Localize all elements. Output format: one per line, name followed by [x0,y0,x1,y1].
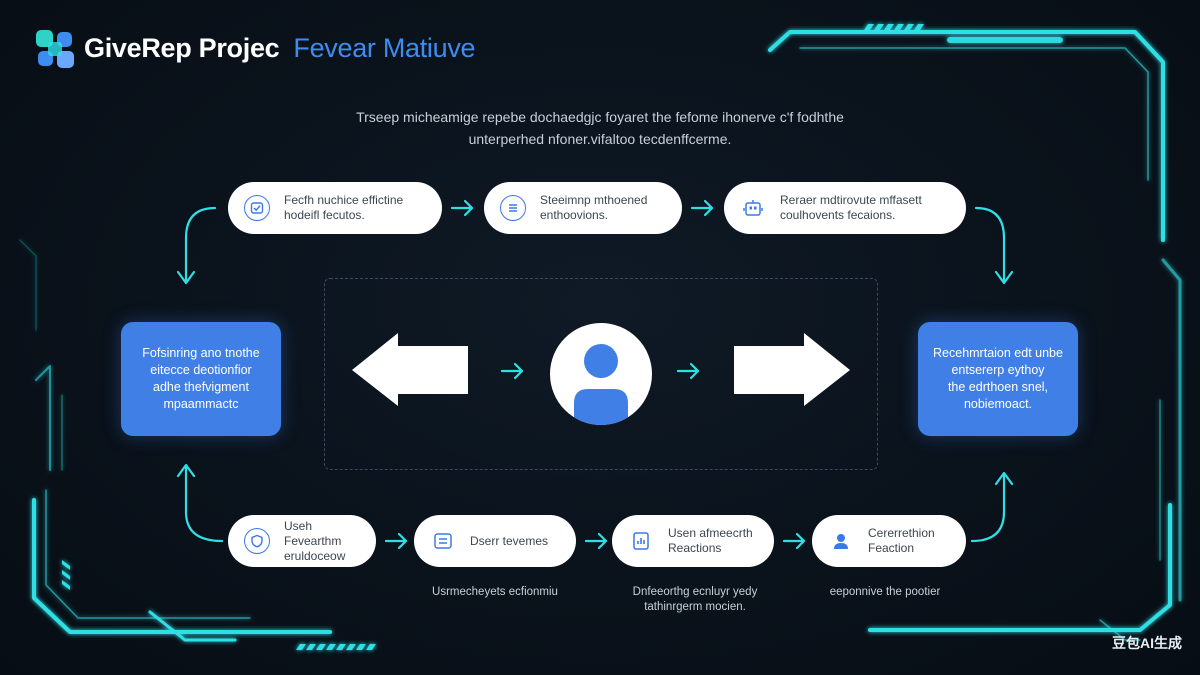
shield-icon [244,528,270,554]
app-logo-icon [36,30,74,68]
left-box-line-4: mpaammactc [163,397,239,411]
top-step-3-line2: coulhovents fecaions. [780,208,896,222]
bottom-step-1-line2: eruldoceow [284,548,346,563]
caption-1: Usrmecheyets ecfionmiu [432,586,558,598]
watermark: 豆包AI生成 [1112,635,1182,651]
person-icon [574,344,628,425]
top-step-1-line2: hodeifl fecutos. [284,208,365,222]
intro-line-1: Trseep micheamige repebe dochaedgjc foya… [356,109,844,125]
bottom-step-3-line1: Usen afmeecrth [668,526,753,540]
report-icon [628,528,654,554]
right-arrow-icon [734,333,850,406]
caption-2-line-2: tathinrgerm mocien. [644,601,746,613]
right-box-line-2: entsererp eythoy [951,363,1045,377]
center-dashed-frame [324,278,878,470]
title-secondary: Fevear Matiuve [293,33,476,63]
top-step-3-line1: Reraer mdtirovute mffasett [780,193,922,207]
left-box-line-3: adhe thefvigment [153,380,249,394]
title-primary: GiveRep Projec [84,33,280,63]
list-circle-icon [500,195,526,221]
top-step-2-line2: enthoovions. [540,208,609,222]
user-avatar [550,323,652,425]
check-circle-icon [244,195,270,221]
bottom-step-3-line2: Reactions [668,541,722,555]
intro-text: Trseep micheamige repebe dochaedgjc foya… [300,106,900,150]
document-icon [430,528,456,554]
right-box-line-4: nobiemoact. [963,397,1033,411]
bottom-step-4-line1: Cererrethion [868,526,935,540]
top-step-2-line1: Steeimnp mthoened [540,193,648,207]
left-box-line-1: Fofsinring ano tnothe [142,346,260,360]
bottom-step-2-line1: Dserr tevemes [470,533,549,548]
right-box-line-3: the edrthoen snel, [947,380,1049,394]
left-arrow-icon [352,333,468,406]
caption-3: eeponnive the pootier [829,586,941,598]
bottom-step-2: Dserr tevemes [414,515,576,567]
user-icon [828,528,854,554]
bottom-step-1-line1: Useh Fevearthm [284,518,342,548]
left-box-line-2: eitecce deotionfior [150,363,252,377]
left-info-box: Fofsinring ano tnothe eitecce deotionfio… [121,322,281,436]
robot-icon [740,195,766,221]
right-box-line-1: Recehmrtaion edt unbe [933,346,1063,360]
intro-line-2: unterperhed nfoner.vifaltoo tecdenffcerm… [468,131,732,147]
caption-2: Dnfeeorthg ecnluyr yedy tathinrgerm moci… [600,585,790,615]
caption-2-line-1: Dnfeeorthg ecnluyr yedy [632,586,758,598]
top-step-1-line1: Fecfh nuchice effictine [284,193,404,207]
bottom-step-4-line2: Feaction [868,541,915,555]
right-info-box: Recehmrtaion edt unbe entsererp eythoy t… [918,322,1078,436]
page-title: GiveRep Projec Fevear Matiuve [84,33,476,64]
